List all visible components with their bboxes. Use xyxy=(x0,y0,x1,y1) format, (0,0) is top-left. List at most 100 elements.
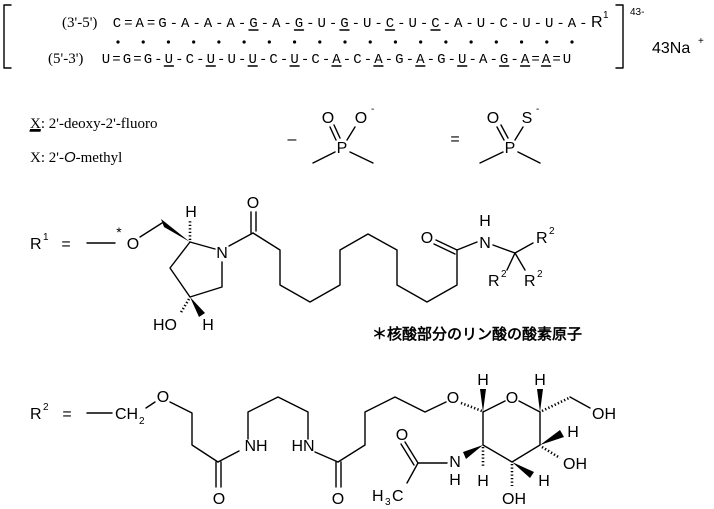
top-strand-linkage: = xyxy=(147,16,155,32)
methyl-c: C xyxy=(392,488,404,505)
bottom-strand: U=G=G-U-C-U-U-U-C-U-C-A-C-A-G-A-G-U-A-G-… xyxy=(102,52,571,68)
sulfide-charge: - xyxy=(536,104,539,115)
charge-label: 43- xyxy=(630,7,644,18)
star-marker: * xyxy=(116,224,122,240)
hydroxyl-group: HO xyxy=(153,317,177,334)
base-pair-dot xyxy=(545,40,549,44)
bottom-strand-base: A xyxy=(332,52,341,68)
top-strand-linkage: - xyxy=(238,16,246,32)
phosphorus-atom: P xyxy=(337,140,348,157)
bottom-strand-linkage: - xyxy=(259,52,267,68)
top-strand-linkage: - xyxy=(170,16,178,32)
base-pair-dot xyxy=(267,40,271,44)
r2-substituent-sup: 2 xyxy=(501,269,507,280)
butyl-chain xyxy=(337,396,447,463)
base-pair-dot xyxy=(519,40,524,44)
bottom-strand-base: G xyxy=(437,52,445,68)
top-strand-linkage: - xyxy=(192,16,200,32)
top-strand-base: C xyxy=(431,16,439,32)
wedge-bond xyxy=(463,445,483,459)
amide-oxygen: O xyxy=(421,230,433,247)
bottom-strand-base: G xyxy=(123,52,131,68)
bracket-right xyxy=(615,4,624,69)
top-strand-linkage: - xyxy=(374,16,382,32)
bottom-strand-linkage: - xyxy=(301,52,309,68)
fluoro-marker: X xyxy=(30,116,41,132)
base-pair-dot xyxy=(141,40,145,44)
oxo-atom: O xyxy=(487,110,499,127)
bottom-strand-linkage: = xyxy=(112,52,120,68)
carbonyl-oxygen: O xyxy=(213,491,225,508)
top-strand-base: U xyxy=(363,16,371,32)
hash-bond xyxy=(178,298,191,315)
hydrogen-atom: H xyxy=(477,372,489,389)
top-terminal-sup: 1 xyxy=(603,10,609,21)
top-strand-linkage: - xyxy=(420,16,428,32)
amide-nitrogen: N xyxy=(479,235,491,252)
top-strand-base: G xyxy=(249,16,257,32)
base-pair-dot xyxy=(242,40,246,44)
thioate-symbol: = xyxy=(450,131,459,148)
single-bond xyxy=(217,450,240,463)
top-strand-base: A xyxy=(454,16,463,32)
bottom-strand-linkage: - xyxy=(510,52,518,68)
single-bond xyxy=(314,451,339,463)
sugar-ring xyxy=(482,411,541,463)
double-bond xyxy=(400,443,415,466)
counterion-sup: + xyxy=(698,36,704,47)
oxo-atom: O xyxy=(322,110,334,127)
hydrogen-atom: H xyxy=(534,372,546,389)
bottom-strand-base: C xyxy=(186,52,194,68)
phosphate-oxygen: O xyxy=(127,236,139,253)
bottom-strand-base: U xyxy=(228,52,236,68)
fluoro-text: : 2'-deoxy-2'-fluoro xyxy=(41,116,158,132)
top-strand-linkage: - xyxy=(488,16,496,32)
single-bond xyxy=(228,232,254,247)
top-strand-base: C xyxy=(113,16,121,32)
bottom-strand-base: U xyxy=(165,52,173,68)
bottom-strand-linkage: - xyxy=(448,52,456,68)
bottom-strand-linkage: = xyxy=(552,52,560,68)
top-strand-base: G xyxy=(158,16,166,32)
methyl-legend: X: 2'-O-methyl xyxy=(30,149,122,166)
bottom-strand-linkage: - xyxy=(280,52,288,68)
bottom-strand-direction: (5'-3') xyxy=(48,51,83,67)
wedge-bond xyxy=(537,389,543,412)
bottom-strand-base: U xyxy=(207,52,215,68)
top-strand-base: A xyxy=(181,16,190,32)
bottom-strand-base: U xyxy=(290,52,298,68)
single-bond xyxy=(346,126,356,141)
bottom-strand-linkage: - xyxy=(238,52,246,68)
single-bond xyxy=(406,462,419,484)
single-bond xyxy=(349,151,374,164)
wedge-bond xyxy=(480,389,486,412)
single-bond xyxy=(482,400,506,413)
methylene-subscript: 2 xyxy=(139,416,145,427)
top-strand-linkage: - xyxy=(215,16,223,32)
single-bond xyxy=(312,151,336,164)
bracket-left xyxy=(3,4,12,69)
sulfur-atom: S xyxy=(522,110,533,127)
methyl-suffix: -methyl xyxy=(76,150,123,166)
base-pair-dot xyxy=(393,40,398,44)
bottom-strand-linkage: - xyxy=(489,52,497,68)
oxide-atom: O xyxy=(355,110,367,127)
double-bond xyxy=(496,126,505,141)
top-strand-base: U xyxy=(545,16,553,32)
wedge-bond xyxy=(190,297,205,317)
hash-bond xyxy=(541,445,561,460)
alkyl-chain xyxy=(252,232,458,303)
r2-substituent: R xyxy=(488,273,500,290)
hydroxyl-group: OH xyxy=(592,406,616,423)
hash-bond xyxy=(460,401,483,413)
r2-structure: R 2 = CH 2 O O NH HN O O H O H OH H xyxy=(30,372,616,508)
r2-substituent: R xyxy=(524,273,536,290)
bottom-strand-base: C xyxy=(311,52,319,68)
phosphorothioate-structure: P O S - xyxy=(479,104,541,164)
bottom-strand-base: U xyxy=(458,52,466,68)
top-strand-linkage: - xyxy=(261,16,269,32)
oxide-charge: - xyxy=(371,104,374,115)
bottom-strand-linkage: - xyxy=(427,52,435,68)
acetyl-oxygen: O xyxy=(396,427,408,444)
